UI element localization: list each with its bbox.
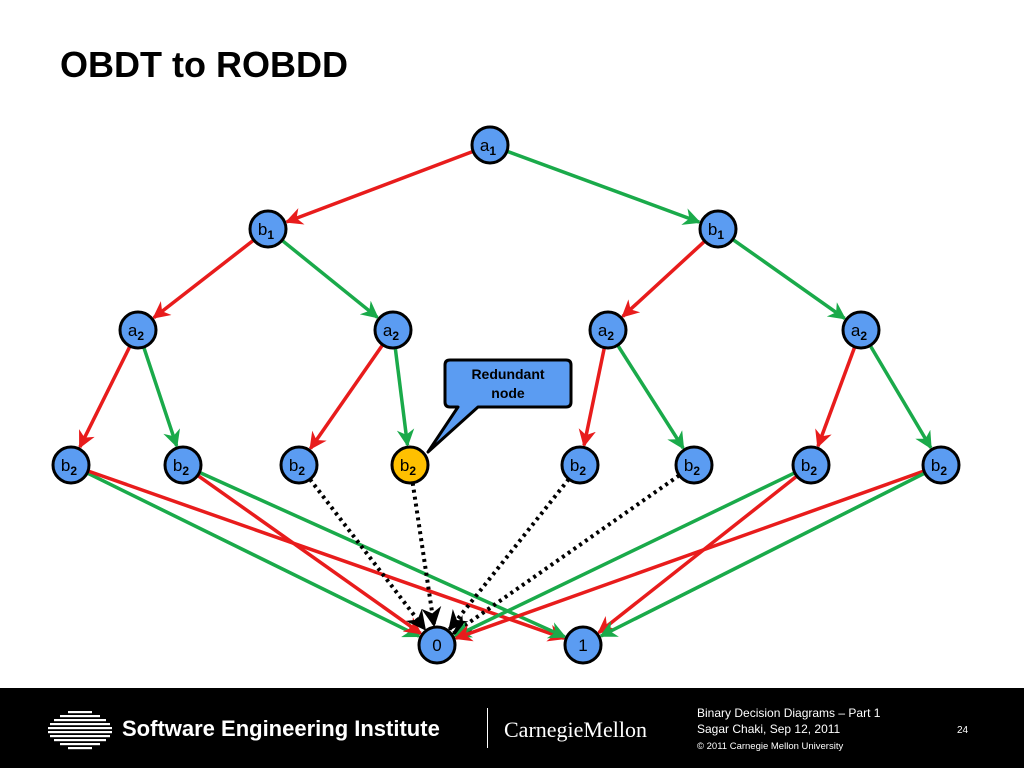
bdd-node-a2: a2 — [373, 310, 413, 350]
node-circle — [921, 445, 961, 485]
terminal-node-0: 0 — [417, 625, 457, 665]
node-subscript: 2 — [137, 329, 144, 343]
node-subscript: 2 — [182, 464, 189, 478]
edge-dotted-n12-to-t0 — [447, 477, 571, 631]
node-subscript: 2 — [860, 329, 867, 343]
page-number: 24 — [957, 725, 969, 736]
bdd-node-b1: b1 — [248, 209, 288, 249]
edge-high-n15-to-t1 — [599, 471, 926, 638]
bdd-node-b2: b2 — [279, 445, 319, 485]
node-circle — [51, 445, 91, 485]
node-circle — [588, 310, 628, 350]
bdd-node-a1: a1 — [470, 125, 510, 165]
edge-high-n5-to-n11 — [393, 347, 415, 447]
edge-dotted-n11-to-t0 — [410, 482, 442, 628]
edge-low-n1-to-n2 — [285, 149, 474, 225]
node-circle — [248, 209, 288, 249]
node-subscript: 1 — [489, 144, 496, 158]
nodes-layer: a1 b1 b1 a2 a2 a2 a2 b2 b2 b2 b2 b2 b2 b2 b2 0 1 — [51, 125, 961, 665]
edge-low-n15-to-t0 — [454, 469, 925, 642]
node-subscript: 2 — [940, 464, 947, 478]
node-circle — [698, 209, 738, 249]
terminal-node-1: 1 — [563, 625, 603, 665]
callout-bubble — [426, 358, 573, 454]
edge-low-n7-to-n14 — [815, 346, 857, 448]
node-subscript: 1 — [717, 228, 724, 242]
edge-low-n9-to-t0 — [196, 473, 423, 635]
node-circle — [674, 445, 714, 485]
edges-layer — [78, 149, 933, 642]
node-subscript: 2 — [810, 464, 817, 478]
bdd-diagram: Redundant node a1 b1 b1 a2 a2 a2 a2 b2 b2 b2 b2 b2 b… — [51, 125, 961, 665]
node-subscript: 2 — [70, 464, 77, 478]
bdd-node-b2: b2 — [674, 445, 714, 485]
node-label: 1 — [578, 636, 587, 655]
deck-title: Binary Decision Diagrams – Part 1 — [697, 706, 881, 720]
slide-title: OBDT to ROBDD — [60, 44, 348, 85]
edge-high-n3-to-n7 — [731, 237, 847, 320]
node-subscript: 2 — [607, 329, 614, 343]
bdd-node-b2: b2 — [51, 445, 91, 485]
bdd-node-a2: a2 — [118, 310, 158, 350]
callout-line-2: node — [491, 385, 525, 401]
node-circle — [390, 445, 430, 485]
node-circle — [163, 445, 203, 485]
deck-author-date: Sagar Chaki, Sep 12, 2011 — [697, 722, 841, 736]
bdd-node-b1: b1 — [698, 209, 738, 249]
edge-low-n2-to-n4 — [152, 238, 255, 320]
bdd-node-b2: b2 — [560, 445, 600, 485]
node-circle — [118, 310, 158, 350]
edge-low-n6-to-n12 — [578, 347, 607, 448]
node-circle — [373, 310, 413, 350]
bdd-node-a2: a2 — [841, 310, 881, 350]
redundant-node-callout: Redundant node — [426, 358, 573, 454]
node-circle — [563, 625, 603, 665]
node-circle — [791, 445, 831, 485]
edge-low-n14-to-t1 — [597, 474, 798, 634]
sei-logo-icon — [48, 711, 112, 750]
edge-high-n7-to-n15 — [868, 344, 933, 450]
edge-dotted-n13-to-t0 — [451, 473, 681, 636]
edge-high-n8-to-t0 — [86, 471, 421, 638]
bdd-node-a2: a2 — [588, 310, 628, 350]
bdd-node-b2: b2 — [791, 445, 831, 485]
edge-high-n9-to-t1 — [198, 470, 567, 639]
callout-line-1: Redundant — [471, 366, 544, 382]
node-circle — [841, 310, 881, 350]
node-circle — [560, 445, 600, 485]
node-subscript: 2 — [298, 464, 305, 478]
node-label: 0 — [432, 636, 441, 655]
bdd-node-b2: b2 — [921, 445, 961, 485]
node-circle — [279, 445, 319, 485]
edge-high-n4-to-n9 — [142, 346, 180, 448]
node-subscript: 2 — [579, 464, 586, 478]
edge-low-n8-to-t1 — [87, 469, 566, 642]
edge-high-n6-to-n13 — [616, 344, 685, 450]
edge-low-n5-to-n10 — [308, 343, 385, 451]
node-subscript: 1 — [267, 228, 274, 242]
edge-high-n1-to-n3 — [506, 149, 701, 225]
sei-wordmark: Software Engineering Institute — [122, 716, 440, 741]
node-subscript: 2 — [693, 464, 700, 478]
cmu-wordmark: CarnegieMellon — [504, 717, 647, 742]
footer-divider — [487, 708, 488, 748]
footer-bar: Software Engineering Institute CarnegieM… — [0, 688, 1024, 768]
bdd-node-b2: b2 — [163, 445, 203, 485]
node-subscript: 2 — [409, 464, 416, 478]
edge-low-n3-to-n6 — [621, 239, 706, 318]
edge-low-n4-to-n8 — [78, 345, 132, 449]
node-circle — [470, 125, 510, 165]
edge-high-n2-to-n5 — [280, 238, 379, 319]
node-circle — [417, 625, 457, 665]
deck-copyright: © 2011 Carnegie Mellon University — [697, 741, 844, 752]
edge-high-n14-to-t0 — [453, 471, 796, 638]
bdd-node-b2: b2 — [390, 445, 430, 485]
node-subscript: 2 — [392, 329, 399, 343]
